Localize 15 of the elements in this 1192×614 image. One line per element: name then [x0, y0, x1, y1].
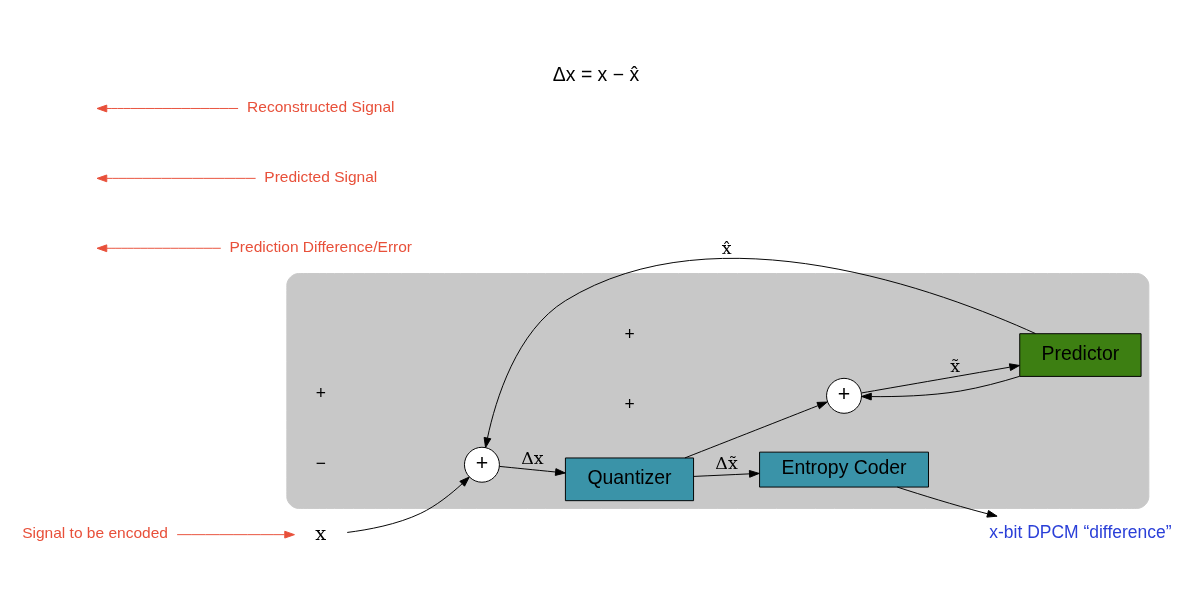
edge-label: x̂ — [721, 237, 732, 258]
node-text: x — [315, 521, 327, 545]
label: + — [624, 323, 635, 344]
node-text: Signal to be encoded — [22, 524, 168, 542]
label: − — [315, 453, 326, 474]
label: + — [624, 393, 635, 414]
node-text: Reconstructed Signal — [247, 98, 395, 116]
label: + — [315, 383, 326, 404]
edge-label: Δx̃ — [715, 453, 738, 474]
diagram-title: Δx = x − x̂ — [552, 63, 640, 86]
node-text: x-bit DPCM “difference” — [989, 521, 1172, 542]
node-text: Predicted Signal — [264, 168, 378, 186]
edge-label: x̃ — [950, 355, 961, 376]
node-text: Prediction Difference/Error — [229, 237, 413, 255]
edge-label: Δx — [521, 448, 544, 469]
